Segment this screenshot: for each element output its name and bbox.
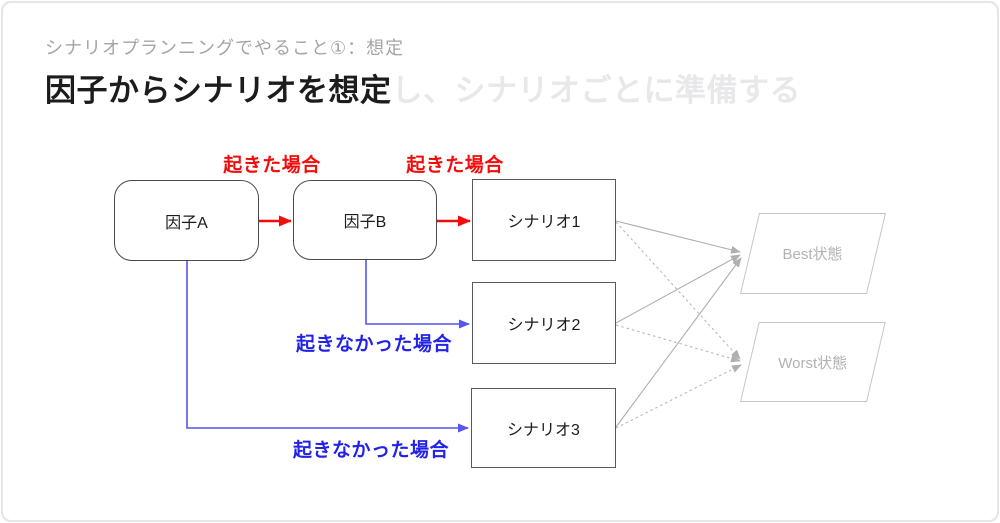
page-title: 因子からシナリオを想定し、シナリオごとに準備する (45, 73, 801, 108)
edge-factor-b-to-scenario-2 (365, 260, 470, 329)
node-worst-state-label: Worst状態 (778, 354, 848, 372)
edge-scenario-1-to-best (615, 220, 741, 254)
node-factor-b: 因子B (293, 180, 437, 260)
edge-label-not-occurred-a: 起きなかった場合 (292, 440, 450, 461)
edge-scenario-2-to-best (615, 254, 741, 324)
node-scenario-2-label: シナリオ2 (507, 317, 581, 334)
edge-label-occurred-a: 起きた場合 (223, 155, 321, 176)
kicker: シナリオプランニングでやること①：想定 (45, 38, 405, 58)
node-scenario-3-label: シナリオ3 (507, 422, 580, 439)
node-factor-b-label: 因子B (343, 214, 387, 231)
node-scenario-3: シナリオ3 (471, 388, 616, 468)
title-ghost: し、シナリオごとに準備する (391, 73, 801, 108)
edge-scenario-3-to-worst (615, 364, 742, 429)
edge-label-occurred-b: 起きた場合 (406, 155, 504, 176)
edge-factor-a-to-scenario-3 (186, 261, 469, 433)
node-scenario-1: シナリオ1 (472, 179, 616, 261)
node-best-state-label: Best状態 (782, 246, 843, 263)
node-scenario-2: シナリオ2 (472, 282, 616, 364)
title-emphasis: 因子からシナリオを想定 (45, 73, 392, 108)
node-best-state: Best状態 (740, 213, 886, 294)
node-factor-a-label: 因子A (165, 214, 208, 232)
edge-label-not-occurred-b: 起きなかった場合 (295, 334, 453, 355)
node-worst-state: Worst状態 (740, 322, 886, 402)
edge-scenario-3-to-best (615, 257, 742, 428)
edge-scenario-1-to-worst (615, 221, 741, 360)
node-scenario-1-label: シナリオ1 (507, 214, 581, 231)
node-factor-a: 因子A (114, 180, 259, 261)
